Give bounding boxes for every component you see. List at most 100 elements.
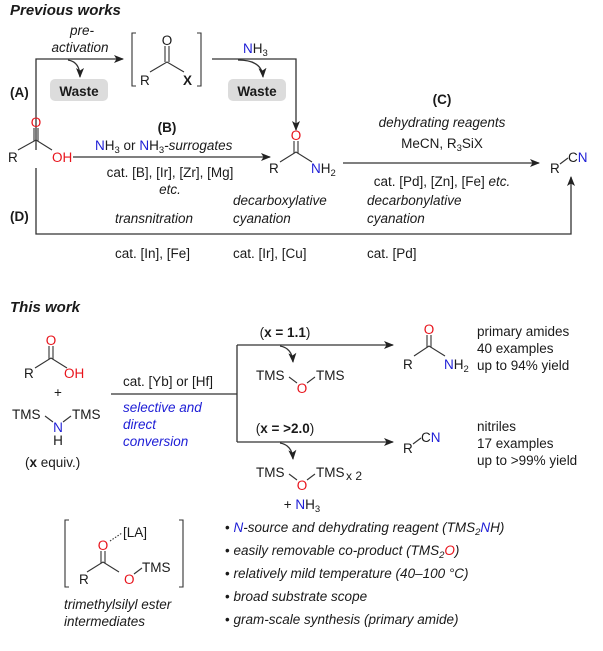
features-list: • N-source and dehydrating reagent (TMS2… [225, 520, 504, 627]
route-a-arrow-1 [35, 55, 124, 150]
tw-amide-product: O R NH2 [403, 322, 469, 375]
la-coordination-bond [109, 532, 123, 542]
nh3-label-a: NH3 [243, 41, 268, 59]
ester-r-group: R [79, 572, 89, 587]
tw-amide-r: R [403, 357, 413, 372]
feature-bullet-2: • easily removable co-product (TMS2O) [225, 543, 459, 561]
this-work-header: This work [10, 299, 81, 316]
amide-oxygen: O [291, 128, 302, 143]
feature-bullet-3: • relatively mild temperature (40–100 °C… [225, 566, 469, 581]
route-d-decarbonylative-1: decarbonylative [367, 193, 462, 208]
ester-carbonyl-oxygen: O [98, 538, 109, 553]
this-work-carboxylic-acid: O R OH [24, 333, 84, 381]
acyl-leaving-group: X [183, 73, 192, 88]
route-c-catalysts: cat. [Pd], [Zn], [Fe] etc. [374, 174, 511, 189]
plus-nh3: + NH3 [284, 497, 320, 515]
route-d-arrow [35, 168, 575, 235]
plus-sign: + [54, 385, 62, 400]
tw-amide-nh2: NH2 [444, 357, 469, 375]
route-d-decarboxylative-cat: cat. [Ir], [Cu] [233, 246, 307, 261]
tms-ester-intermediate: O [LA] R O TMS [64, 519, 184, 588]
acyl-oxygen: O [162, 33, 173, 48]
waste-label-1: Waste [59, 84, 99, 99]
tms2o-byproduct-2: TMS O TMS x 2 [256, 465, 362, 493]
condition-nitrile: (x = >2.0) [256, 421, 315, 436]
feature-bullet-4: • broad substrate scope [225, 589, 367, 604]
feature-bullet-5: • gram-scale synthesis (primary amide) [225, 612, 459, 627]
label-c: (C) [433, 92, 452, 107]
amides-summary-1: primary amides [477, 324, 570, 339]
ester-tms: TMS [142, 560, 171, 575]
tw-acid-oh: OH [64, 366, 84, 381]
lewis-acid-label: [LA] [123, 525, 147, 540]
selective-line2: direct [123, 417, 157, 432]
waste-badge-1: Waste [50, 79, 108, 101]
feature-bullet-1: • N-source and dehydrating reagent (TMS2… [225, 520, 504, 538]
route-d-decarbonylative-cat: cat. [Pd] [367, 246, 417, 261]
route-d-transnitration-cat: cat. [In], [Fe] [115, 246, 190, 261]
condition-amide: (x = 1.1) [260, 325, 311, 340]
nitriles-summary-2: 17 examples [477, 436, 554, 451]
hmds-hydrogen: H [53, 433, 63, 448]
route-b-reagents: NH3 or NH3-surrogates [95, 138, 233, 156]
tw-nitrile-r: R [403, 441, 413, 456]
route-d-decarboxylative-2: cyanation [233, 211, 291, 226]
hmds-tms-right: TMS [72, 407, 101, 422]
waste-badge-2: Waste [228, 79, 286, 101]
hmds-nitrogen: N [53, 420, 63, 435]
tw-acid-r: R [24, 366, 34, 381]
route-a-arrow-2 [212, 58, 300, 131]
route-d-decarboxylative-1: decarboxylative [233, 193, 327, 208]
waste-curve-arrow-2 [237, 59, 267, 78]
preactivation-line1: pre- [69, 23, 95, 38]
waste-curve-arrow-1 [67, 59, 84, 78]
oxygen-2: O [297, 478, 308, 493]
label-b: (B) [158, 120, 177, 135]
amides-summary-2: 40 examples [477, 341, 554, 356]
acyl-r-group: R [140, 73, 150, 88]
selective-line3: conversion [123, 434, 188, 449]
tms-left-1: TMS [256, 368, 285, 383]
tms-right-1: TMS [316, 368, 345, 383]
acid-oxygen: O [31, 115, 42, 130]
tw-nitrile-cn: CN [421, 430, 441, 445]
amide-nh2: NH2 [311, 161, 336, 179]
nitriles-summary-1: nitriles [477, 419, 516, 434]
nitrile-r-group: R [550, 161, 560, 176]
nitrile-product: R CN [550, 150, 588, 176]
route-d-decarbonylative-2: cyanation [367, 211, 425, 226]
oxygen-1: O [297, 381, 308, 396]
label-a: (A) [10, 85, 29, 100]
route-b-catalysts: cat. [B], [Ir], [Zr], [Mg] [107, 165, 234, 180]
route-c-solvent: MeCN, R3SiX [401, 136, 483, 154]
previous-works-header: Previous works [10, 2, 121, 19]
activated-acyl-intermediate: O R X [131, 32, 202, 88]
primary-amide: O R NH2 [269, 128, 336, 179]
tms-right-2: TMS [316, 465, 345, 480]
intermediate-caption-1: trimethylsilyl ester [64, 597, 172, 612]
selective-line1: selective and [123, 400, 202, 415]
hmds-reagent: TMS N H TMS [12, 407, 101, 448]
route-b-etc: etc. [159, 182, 181, 197]
byproduct-curve-arrow-1 [279, 345, 297, 363]
waste-label-2: Waste [237, 84, 277, 99]
route-d-transnitration: transnitration [115, 211, 193, 226]
nitrile-cn: CN [568, 150, 588, 165]
hmds-tms-left: TMS [12, 407, 41, 422]
acid-r-group: R [8, 150, 18, 165]
amides-summary-3: up to 94% yield [477, 358, 569, 373]
byproduct-curve-arrow-2 [279, 442, 297, 460]
acid-hydroxyl: OH [52, 150, 72, 165]
carboxylic-acid: O R OH [8, 115, 72, 165]
route-c-reagents: dehydrating reagents [379, 115, 506, 130]
catalyst-label: cat. [Yb] or [Hf] [123, 374, 213, 389]
tw-amide-oxygen: O [424, 322, 435, 337]
tw-acid-oxygen: O [46, 333, 57, 348]
ester-oxygen: O [124, 572, 135, 587]
tms2o-byproduct-1: TMS O TMS [256, 368, 345, 396]
amide-r-group: R [269, 161, 279, 176]
preactivation-line2: activation [51, 40, 108, 55]
intermediate-caption-2: intermediates [64, 614, 145, 629]
label-d: (D) [10, 209, 29, 224]
